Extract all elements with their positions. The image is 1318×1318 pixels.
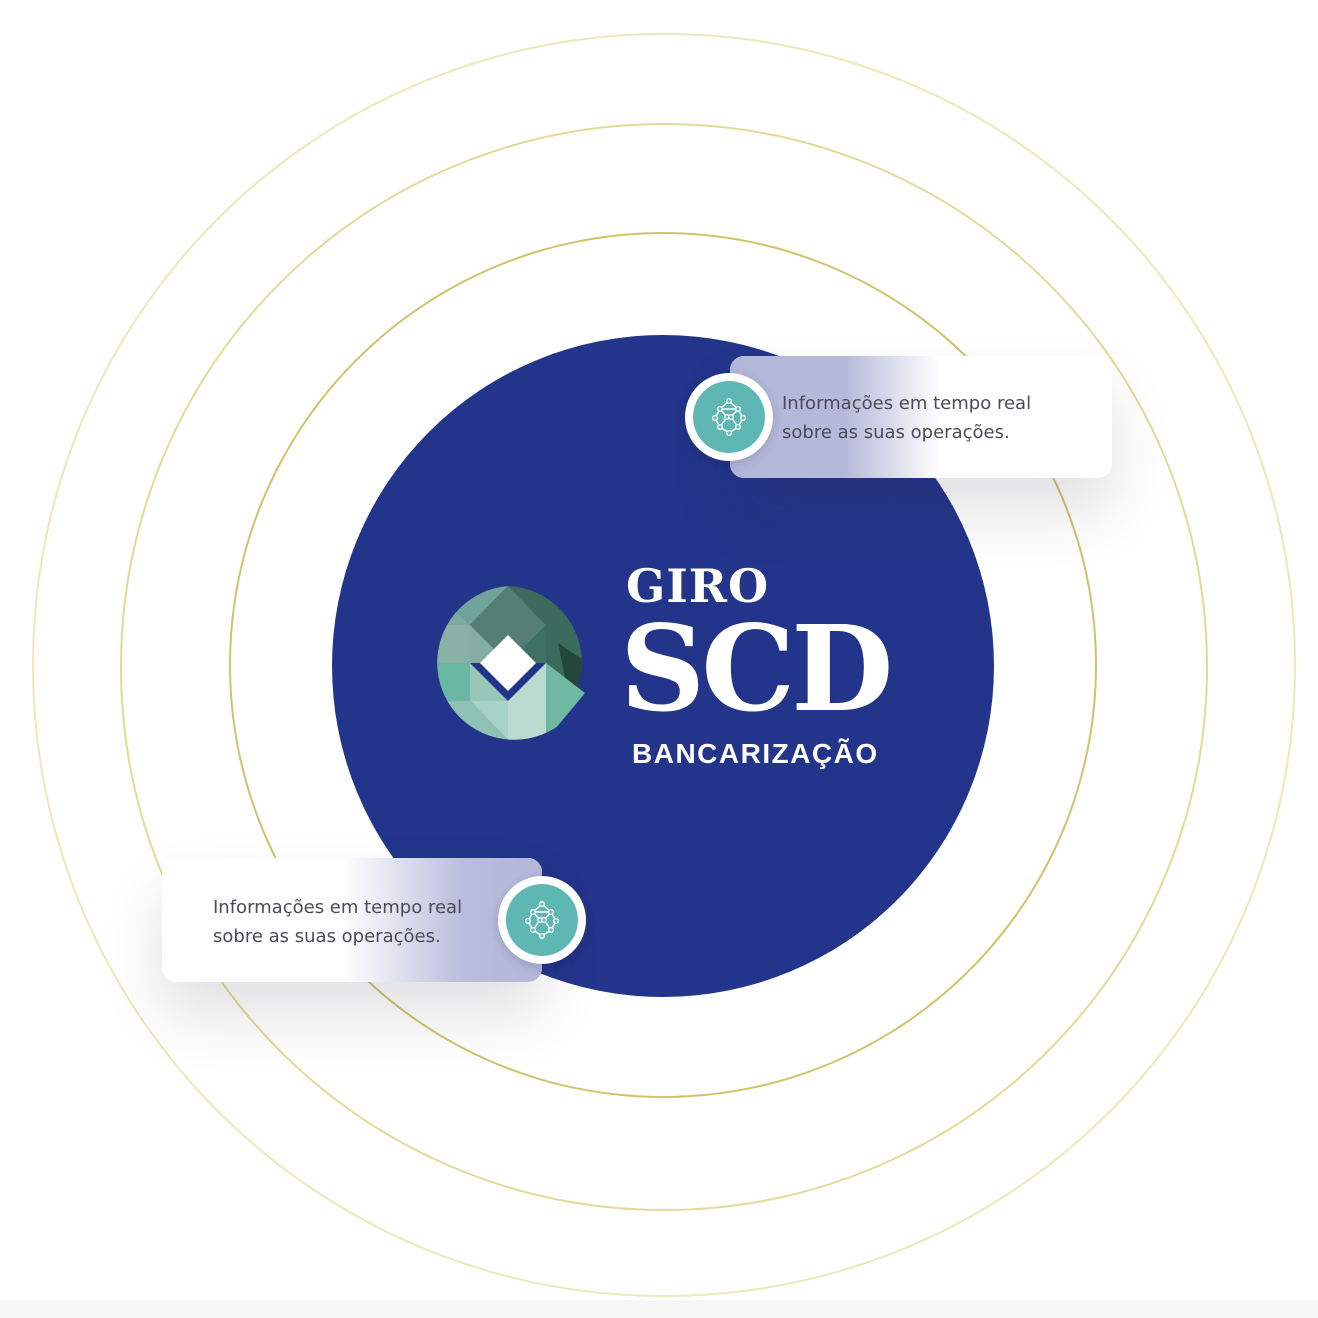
callout-badge-bottom <box>498 876 586 964</box>
bottom-band <box>0 1300 1318 1318</box>
callout-line: Informações em tempo real <box>213 897 463 918</box>
callout-card-top: Informações em tempo real sobre as suas … <box>730 356 1112 478</box>
callout-line: sobre as suas operações. <box>782 422 1010 443</box>
brand-logo-icon <box>428 583 588 743</box>
outer-ring <box>32 33 1296 1297</box>
middle-ring <box>120 123 1208 1211</box>
network-icon <box>712 398 747 437</box>
callout-badge-top <box>685 373 773 461</box>
callout-line: Informações em tempo real <box>782 393 1032 414</box>
brand-name-giro: GIRO <box>626 559 770 613</box>
brand-name-scd: SCD <box>620 599 893 738</box>
callout-text: Informações em tempo real sobre as suas … <box>213 893 462 951</box>
callout-card-bottom: Informações em tempo real sobre as suas … <box>162 858 542 982</box>
badge-circle <box>693 381 765 453</box>
brand-tagline: BANCARIZAÇÃO <box>632 738 879 769</box>
inner-ring <box>229 232 1097 1098</box>
callout-line: sobre as suas operações. <box>213 926 441 947</box>
network-icon <box>525 901 560 940</box>
callout-text: Informações em tempo real sobre as suas … <box>782 389 1031 447</box>
badge-circle <box>506 884 578 956</box>
